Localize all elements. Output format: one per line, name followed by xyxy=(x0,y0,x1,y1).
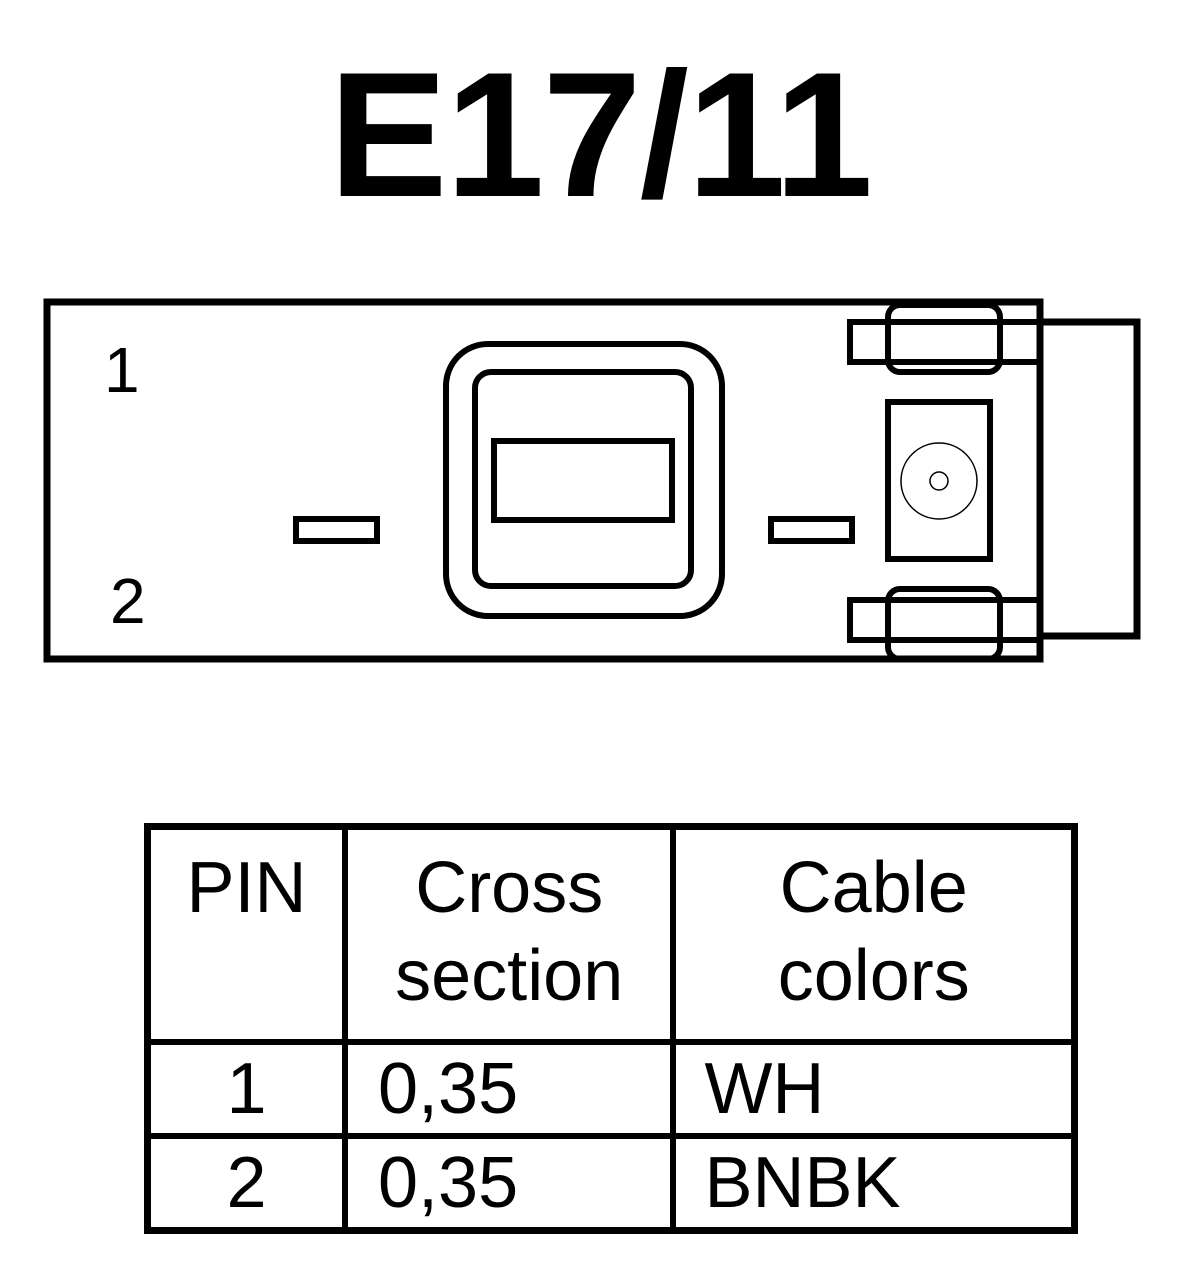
table-row: 2 0,35 BNBK xyxy=(144,1133,1078,1234)
cell-pin: 1 xyxy=(144,1039,348,1139)
page-title: E17/11 xyxy=(328,35,873,234)
table-header-row: PIN Cross section Cable colors xyxy=(144,823,1078,1045)
cell-pin: 2 xyxy=(144,1133,348,1234)
pin-table: PIN Cross section Cable colors 1 0,35 WH… xyxy=(144,823,1078,1234)
coding-circle-outer xyxy=(900,442,978,520)
cell-cross-section: 0,35 xyxy=(341,1039,677,1139)
upper-clip-outer xyxy=(847,319,1043,365)
upper-clip-inner xyxy=(885,302,1003,375)
cell-cross-section: 0,35 xyxy=(341,1133,677,1234)
latch-bracket xyxy=(1040,318,1141,640)
connector-housing xyxy=(43,298,1044,663)
lower-clip-outer xyxy=(847,597,1043,643)
lower-clip-inner xyxy=(885,586,1003,662)
header-cross-section: Cross section xyxy=(341,823,677,1045)
contact-slot-left xyxy=(293,516,380,544)
table-row: 1 0,35 WH xyxy=(144,1039,1078,1139)
pin-label-2: 2 xyxy=(110,565,146,637)
pin-label-1: 1 xyxy=(104,334,140,406)
header-cable-colors-line1: Cable xyxy=(779,848,968,928)
header-cable-colors: Cable colors xyxy=(670,823,1078,1045)
receptacle-outer xyxy=(443,341,725,619)
header-pin-label: PIN xyxy=(186,848,307,928)
cell-cable-color: WH xyxy=(670,1039,1078,1139)
header-pin: PIN xyxy=(144,823,348,1045)
contact-slot-right xyxy=(768,516,855,544)
receptacle-slot xyxy=(491,438,675,523)
header-cross-section-line2: section xyxy=(395,936,624,1016)
cell-cable-color: BNBK xyxy=(670,1133,1078,1234)
receptacle-inner xyxy=(472,369,694,589)
header-cross-section-line1: Cross xyxy=(415,848,604,928)
coding-circle-inner xyxy=(929,471,949,491)
header-cable-colors-line2: colors xyxy=(777,936,970,1016)
coding-pocket xyxy=(885,399,993,562)
